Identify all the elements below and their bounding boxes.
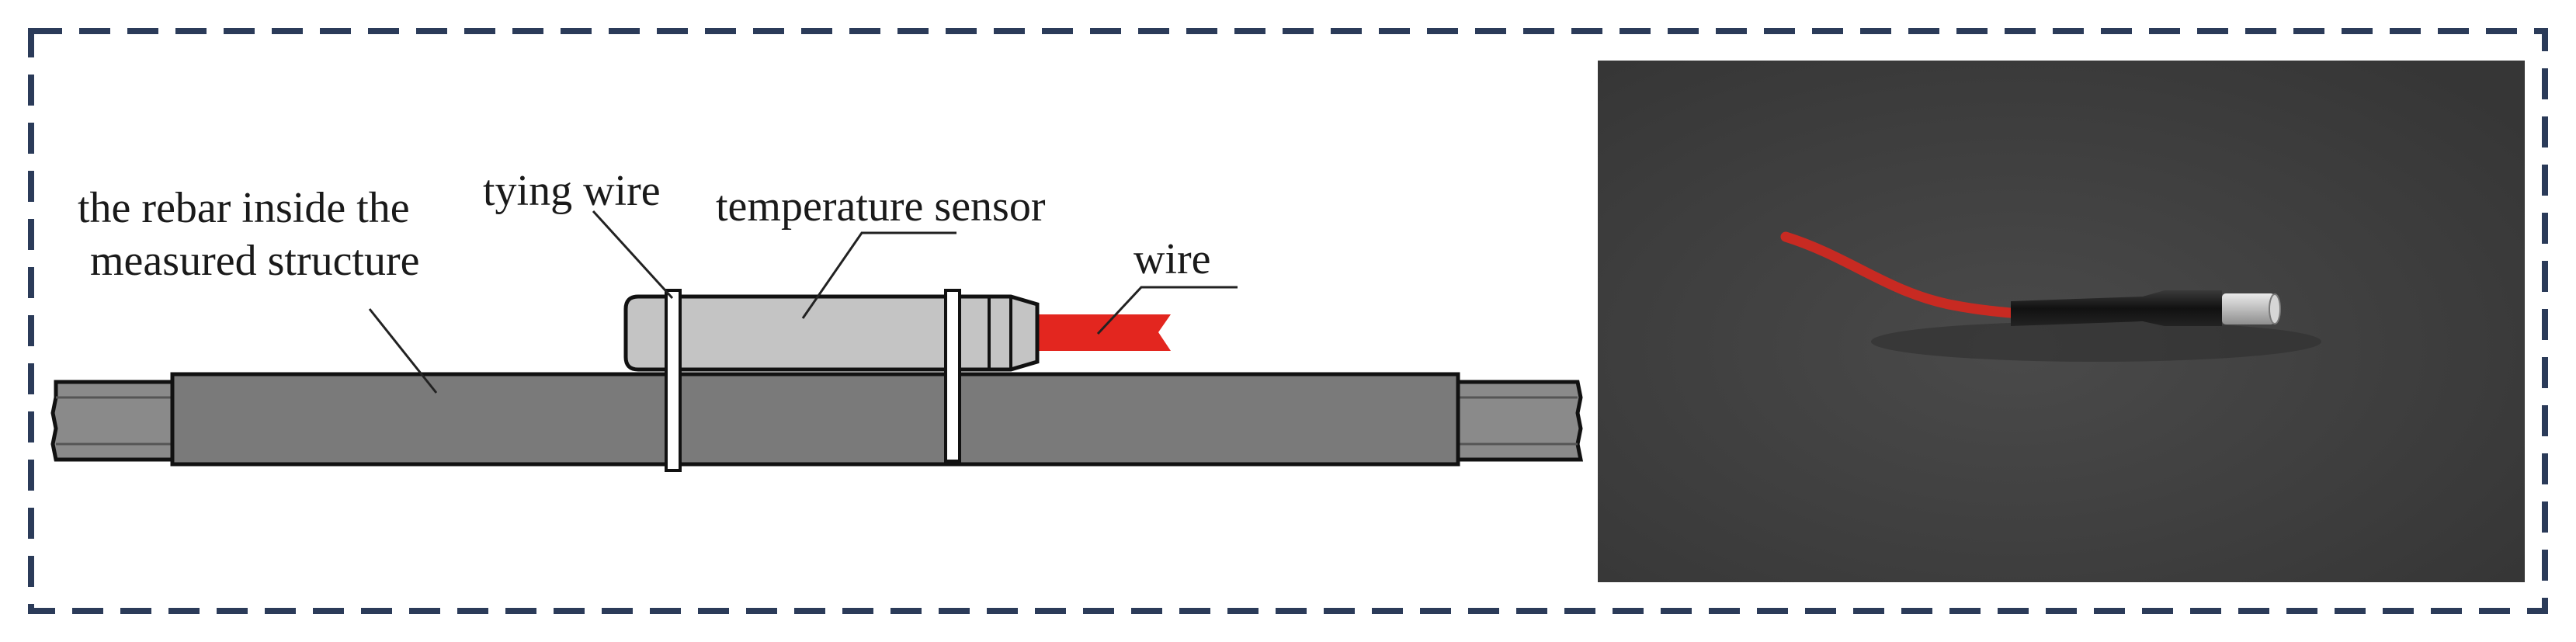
- rebar-left-end: [50, 380, 175, 462]
- dashed-frame: [28, 28, 2548, 614]
- label-rebar-line1: the rebar inside the: [78, 184, 410, 232]
- sensor-shadow: [1871, 321, 2321, 362]
- label-rebar-line2: measured structure: [90, 237, 419, 285]
- photo-red-wire: [1780, 231, 2024, 319]
- photo-heat-shrink: [2011, 290, 2222, 326]
- leader-wire: [1096, 286, 1238, 335]
- label-wire: wire: [1134, 235, 1211, 283]
- leader-tying-wire: [592, 210, 674, 300]
- photo-metal-tip: [2222, 293, 2275, 324]
- rebar-body: [170, 372, 1460, 467]
- label-tying-wire: tying wire: [483, 167, 661, 215]
- rebar-right-end: [1456, 380, 1584, 462]
- leader-temperature-sensor: [801, 231, 956, 319]
- temperature-sensor-body: [623, 294, 1040, 372]
- tying-wire-band-left: [665, 289, 682, 472]
- red-wire: [1037, 314, 1171, 351]
- photo-metal-tip-end: [2269, 293, 2281, 324]
- tying-wire-band-right: [944, 289, 961, 463]
- sensor-photo: [1598, 61, 2525, 582]
- rebar-schematic: the rebar inside the measured structure …: [50, 167, 1584, 472]
- leader-rebar: [368, 308, 438, 394]
- label-temperature-sensor: temperature sensor: [716, 182, 1046, 231]
